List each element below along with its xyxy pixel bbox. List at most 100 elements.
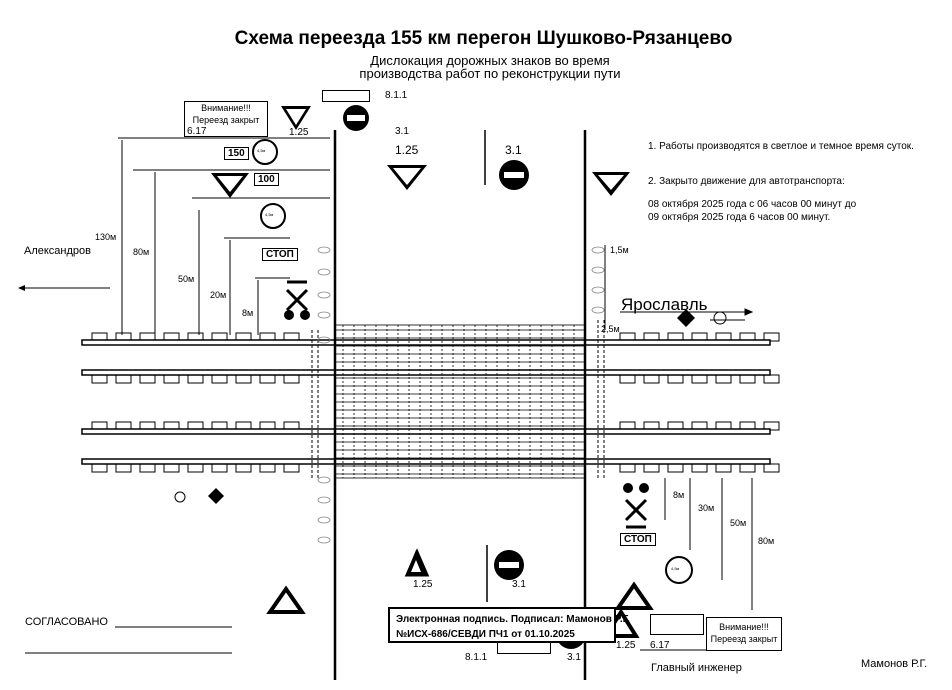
rail-tie	[115, 374, 132, 384]
dimension-lines-left	[25, 137, 330, 335]
rail-tie	[619, 374, 636, 384]
rail-tie	[643, 463, 660, 473]
code-1-25-bottom: 1.25	[413, 579, 433, 590]
chief-engineer-label: Главный инженер	[651, 662, 742, 674]
delineator	[317, 336, 331, 344]
electronic-signature-stamp: Электронная подпись. Подписал: Мамонов Р…	[388, 607, 630, 643]
distance-8m-right: 8м	[673, 490, 685, 500]
deck-outline	[334, 324, 586, 479]
height-limit-text-3: 4,5м	[671, 566, 680, 571]
distance-80m-right: 80м	[758, 536, 775, 546]
warning-text-1: Внимание!!!	[201, 103, 251, 113]
crossing-signal-right	[623, 483, 649, 529]
signature-lines	[25, 626, 232, 654]
no-entry-sign-road	[499, 160, 529, 190]
distance-50m-right: 50м	[730, 518, 747, 528]
rail-tie	[667, 374, 684, 384]
rail-tie	[235, 463, 252, 473]
crossing-deck	[334, 324, 586, 479]
railway-sign-bottom-right	[614, 581, 654, 610]
railway-crossing-sign-right	[592, 172, 630, 196]
page-title: Схема переезда 155 км перегон Шушково-Ря…	[234, 28, 733, 49]
rail-tie	[643, 374, 660, 384]
rail-tie	[211, 463, 228, 473]
crossing-closed-sign-top: Внимание!!! Переезд закрыт	[184, 101, 268, 137]
distance-2-5m: 2,5м	[601, 324, 620, 334]
distance-30m-right: 30м	[698, 503, 715, 513]
delineator	[317, 311, 331, 319]
rail-tie	[691, 463, 708, 473]
closure-date-from: 08 октября 2025 года с 06 часов 00 минут…	[648, 199, 857, 210]
stop-sign-right: СТОП	[620, 533, 656, 546]
rail-tie	[91, 463, 108, 473]
direction-yaroslavl: Ярославль	[621, 295, 708, 314]
sign-1-25-top	[281, 106, 311, 130]
rail-tie	[283, 374, 300, 384]
code-6-17-top: 6.17	[187, 126, 207, 137]
approval-label: СОГЛАСОВАНО	[25, 616, 108, 628]
no-entry-sign-bottom	[494, 550, 524, 580]
height-limit-sign-3	[665, 556, 693, 584]
rail-tie	[739, 374, 756, 384]
code-3-1-bottom: 3.1	[512, 579, 526, 590]
delineator	[317, 536, 331, 544]
distance-130m: 130м	[95, 232, 117, 242]
distance-50m: 50м	[178, 274, 195, 284]
rail-tie	[115, 463, 132, 473]
rail-tie	[283, 463, 300, 473]
plate-100: 100	[254, 173, 279, 186]
warning-text-2: Переезд закрыт	[192, 115, 260, 125]
plate-8-1-1-bottom	[497, 643, 551, 654]
rail-tie	[763, 421, 780, 431]
railway-sign-bottom-left	[266, 585, 306, 614]
delineator	[317, 516, 331, 524]
sign-1-25-road	[387, 165, 427, 190]
signature-line-2: №ИСХ-686/СЕВДИ ПЧ1 от 01.10.2025	[396, 629, 575, 640]
height-limit-text-1: 4,5м	[257, 148, 266, 153]
crossing-signal-left	[284, 280, 310, 320]
rail-tie	[139, 463, 156, 473]
code-3-1-road: 3.1	[505, 143, 522, 157]
rail-ties	[91, 332, 780, 473]
code-1-25-sig: 1.25	[616, 640, 636, 651]
note-2: 2. Закрыто движение для автотранспорта:	[648, 176, 845, 187]
arrow-right	[620, 308, 754, 316]
rail-tie	[235, 374, 252, 384]
delineator	[317, 246, 331, 254]
closure-date-to: 09 октября 2025 года 6 часов 00 минут.	[648, 212, 831, 223]
rail-tie	[691, 374, 708, 384]
barrier-lines	[311, 320, 605, 480]
plate-6-17-bottom	[650, 614, 704, 635]
road-edges	[333, 130, 587, 680]
signature-line-1: Электронная подпись. Подписал: Мамонов Р…	[396, 614, 630, 625]
rail-tie	[739, 463, 756, 473]
sign-1-25-bottom	[404, 548, 430, 577]
plate-150: 150	[224, 147, 249, 160]
subtitle-line-1: Дислокация дорожных знаков во время	[370, 53, 610, 68]
rail-tie	[139, 374, 156, 384]
warning-text-2-bottom: Переезд закрыт	[710, 634, 778, 644]
distance-1-5m: 1,5м	[610, 245, 629, 255]
rail-tie	[259, 374, 276, 384]
delineator	[591, 246, 605, 254]
code-8-1-1-top: 8.1.1	[385, 90, 408, 101]
dimension-lines-right	[604, 245, 780, 651]
delineator	[317, 268, 331, 276]
arrow-left	[18, 285, 25, 291]
rail-tie	[259, 463, 276, 473]
code-1-25-top: 1.25	[289, 127, 309, 138]
rail-tie	[91, 374, 108, 384]
rail-tie	[715, 463, 732, 473]
height-limit-text-2: 4,5м	[265, 212, 274, 217]
rail-tie	[619, 463, 636, 473]
stop-sign-left: СТОП	[262, 248, 298, 261]
direction-aleksandrov: Александров	[24, 245, 91, 257]
code-3-1-sig: 3.1	[567, 652, 581, 663]
crossing-closed-sign-bottom: Внимание!!! Переезд закрыт	[706, 617, 782, 651]
height-limit-sign-1	[252, 139, 278, 165]
main-road-sign-left	[174, 488, 224, 504]
rail-tie	[763, 463, 780, 473]
delineator	[591, 286, 605, 294]
rail-tie	[667, 463, 684, 473]
rail-tie	[715, 374, 732, 384]
